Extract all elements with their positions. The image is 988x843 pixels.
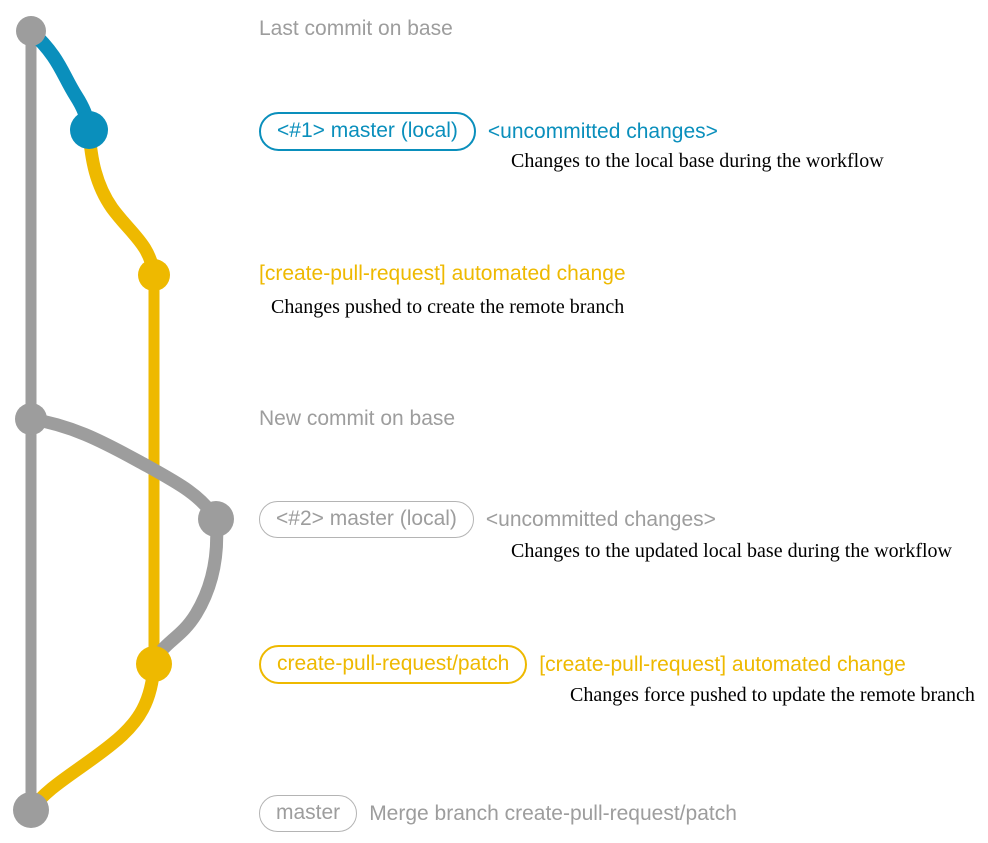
commit-row-local-changes-2: <#2> master (local) <uncommitted changes…	[259, 501, 716, 538]
branch-pill-create-pull-request-patch[interactable]: create-pull-request/patch	[259, 645, 528, 684]
commit-message-local-changes-2: <uncommitted changes>	[485, 507, 716, 531]
node-merge-commit[interactable]	[13, 792, 49, 828]
node-local-changes-1[interactable]	[70, 111, 108, 149]
commit-description-automated-commit-1: Changes pushed to create the remote bran…	[271, 296, 625, 318]
node-new-base-commit[interactable]	[15, 403, 47, 435]
commit-description-local-changes-2: Changes to the updated local base during…	[511, 540, 952, 562]
commit-row-automated-commit-1: [create-pull-request] automated change	[259, 262, 626, 286]
commit-description-local-changes-1: Changes to the local base during the wor…	[511, 150, 884, 172]
edge-local-1-to-automated-1	[82, 123, 161, 282]
commit-message-merge-commit: Merge branch create-pull-request/patch	[369, 801, 737, 825]
branch-pill-master[interactable]: master	[259, 795, 358, 832]
edge-new-base-to-local-2	[24, 412, 223, 526]
edge-automated-2-to-merge	[24, 657, 161, 817]
branch-pill-master-local-1[interactable]: <#1> master (local)	[259, 112, 476, 151]
commit-row-last-commit-on-base: Last commit on base	[259, 17, 453, 41]
node-automated-commit-2[interactable]	[136, 646, 172, 682]
commit-row-merge-commit: master Merge branch create-pull-request/…	[259, 795, 737, 832]
edge-base-to-local-1	[24, 24, 96, 137]
node-base-head[interactable]	[16, 16, 46, 46]
node-local-changes-2[interactable]	[198, 501, 234, 537]
commit-row-local-changes-1: <#1> master (local) <uncommitted changes…	[259, 112, 718, 151]
edge-local-2-to-automated-2	[147, 512, 224, 671]
commit-message-last-commit-on-base: Last commit on base	[259, 17, 453, 40]
commit-message-automated-commit-1: [create-pull-request] automated change	[259, 262, 626, 285]
commit-message-automated-commit-2: [create-pull-request] automated change	[539, 652, 906, 676]
node-automated-commit-1[interactable]	[138, 259, 170, 291]
branch-pill-master-local-2[interactable]: <#2> master (local)	[259, 501, 474, 538]
commit-row-automated-commit-2: create-pull-request/patch [create-pull-r…	[259, 645, 906, 684]
commit-row-new-commit-on-base: New commit on base	[259, 407, 455, 431]
commit-description-automated-commit-2: Changes force pushed to update the remot…	[570, 684, 975, 706]
commit-message-new-commit-on-base: New commit on base	[259, 407, 456, 430]
commit-message-local-changes-1: <uncommitted changes>	[487, 119, 718, 143]
